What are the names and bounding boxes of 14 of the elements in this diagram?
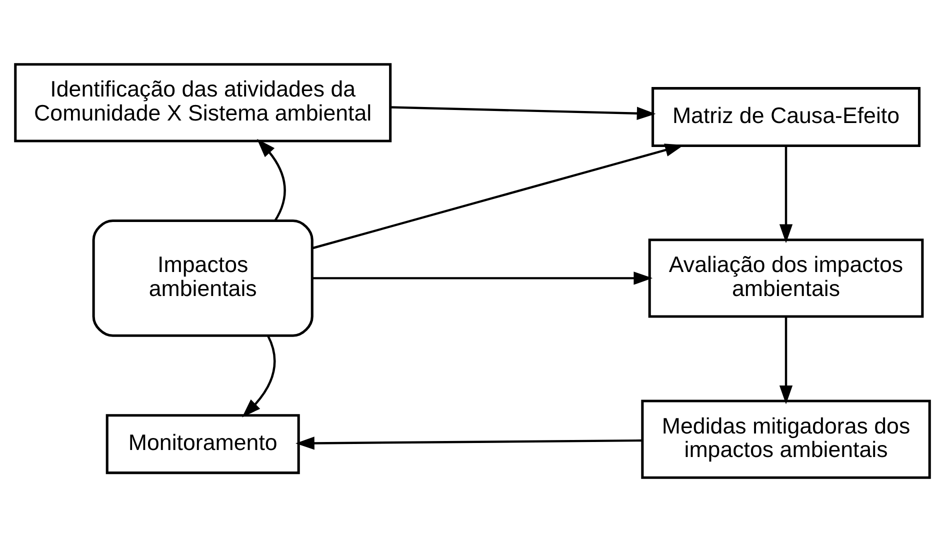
node-box: Medidas mitigadoras dos impactos ambientais <box>641 400 931 479</box>
node-box: Monitoramento <box>106 414 300 474</box>
node-box: Avaliação dos impactos ambientais <box>648 238 924 318</box>
arrow <box>779 316 793 404</box>
arrow <box>390 106 656 120</box>
arrow <box>296 436 642 450</box>
arrow <box>779 146 793 244</box>
node-box: Identificação das atividades da Comunidade X Sistema ambiental <box>14 63 392 142</box>
arrow <box>256 138 286 222</box>
node-box: Impactos ambientais <box>92 219 314 337</box>
arrow <box>242 335 276 418</box>
arrow <box>312 272 653 285</box>
arrow <box>312 144 684 250</box>
node-box: Matriz de Causa-Efeito <box>652 87 921 148</box>
